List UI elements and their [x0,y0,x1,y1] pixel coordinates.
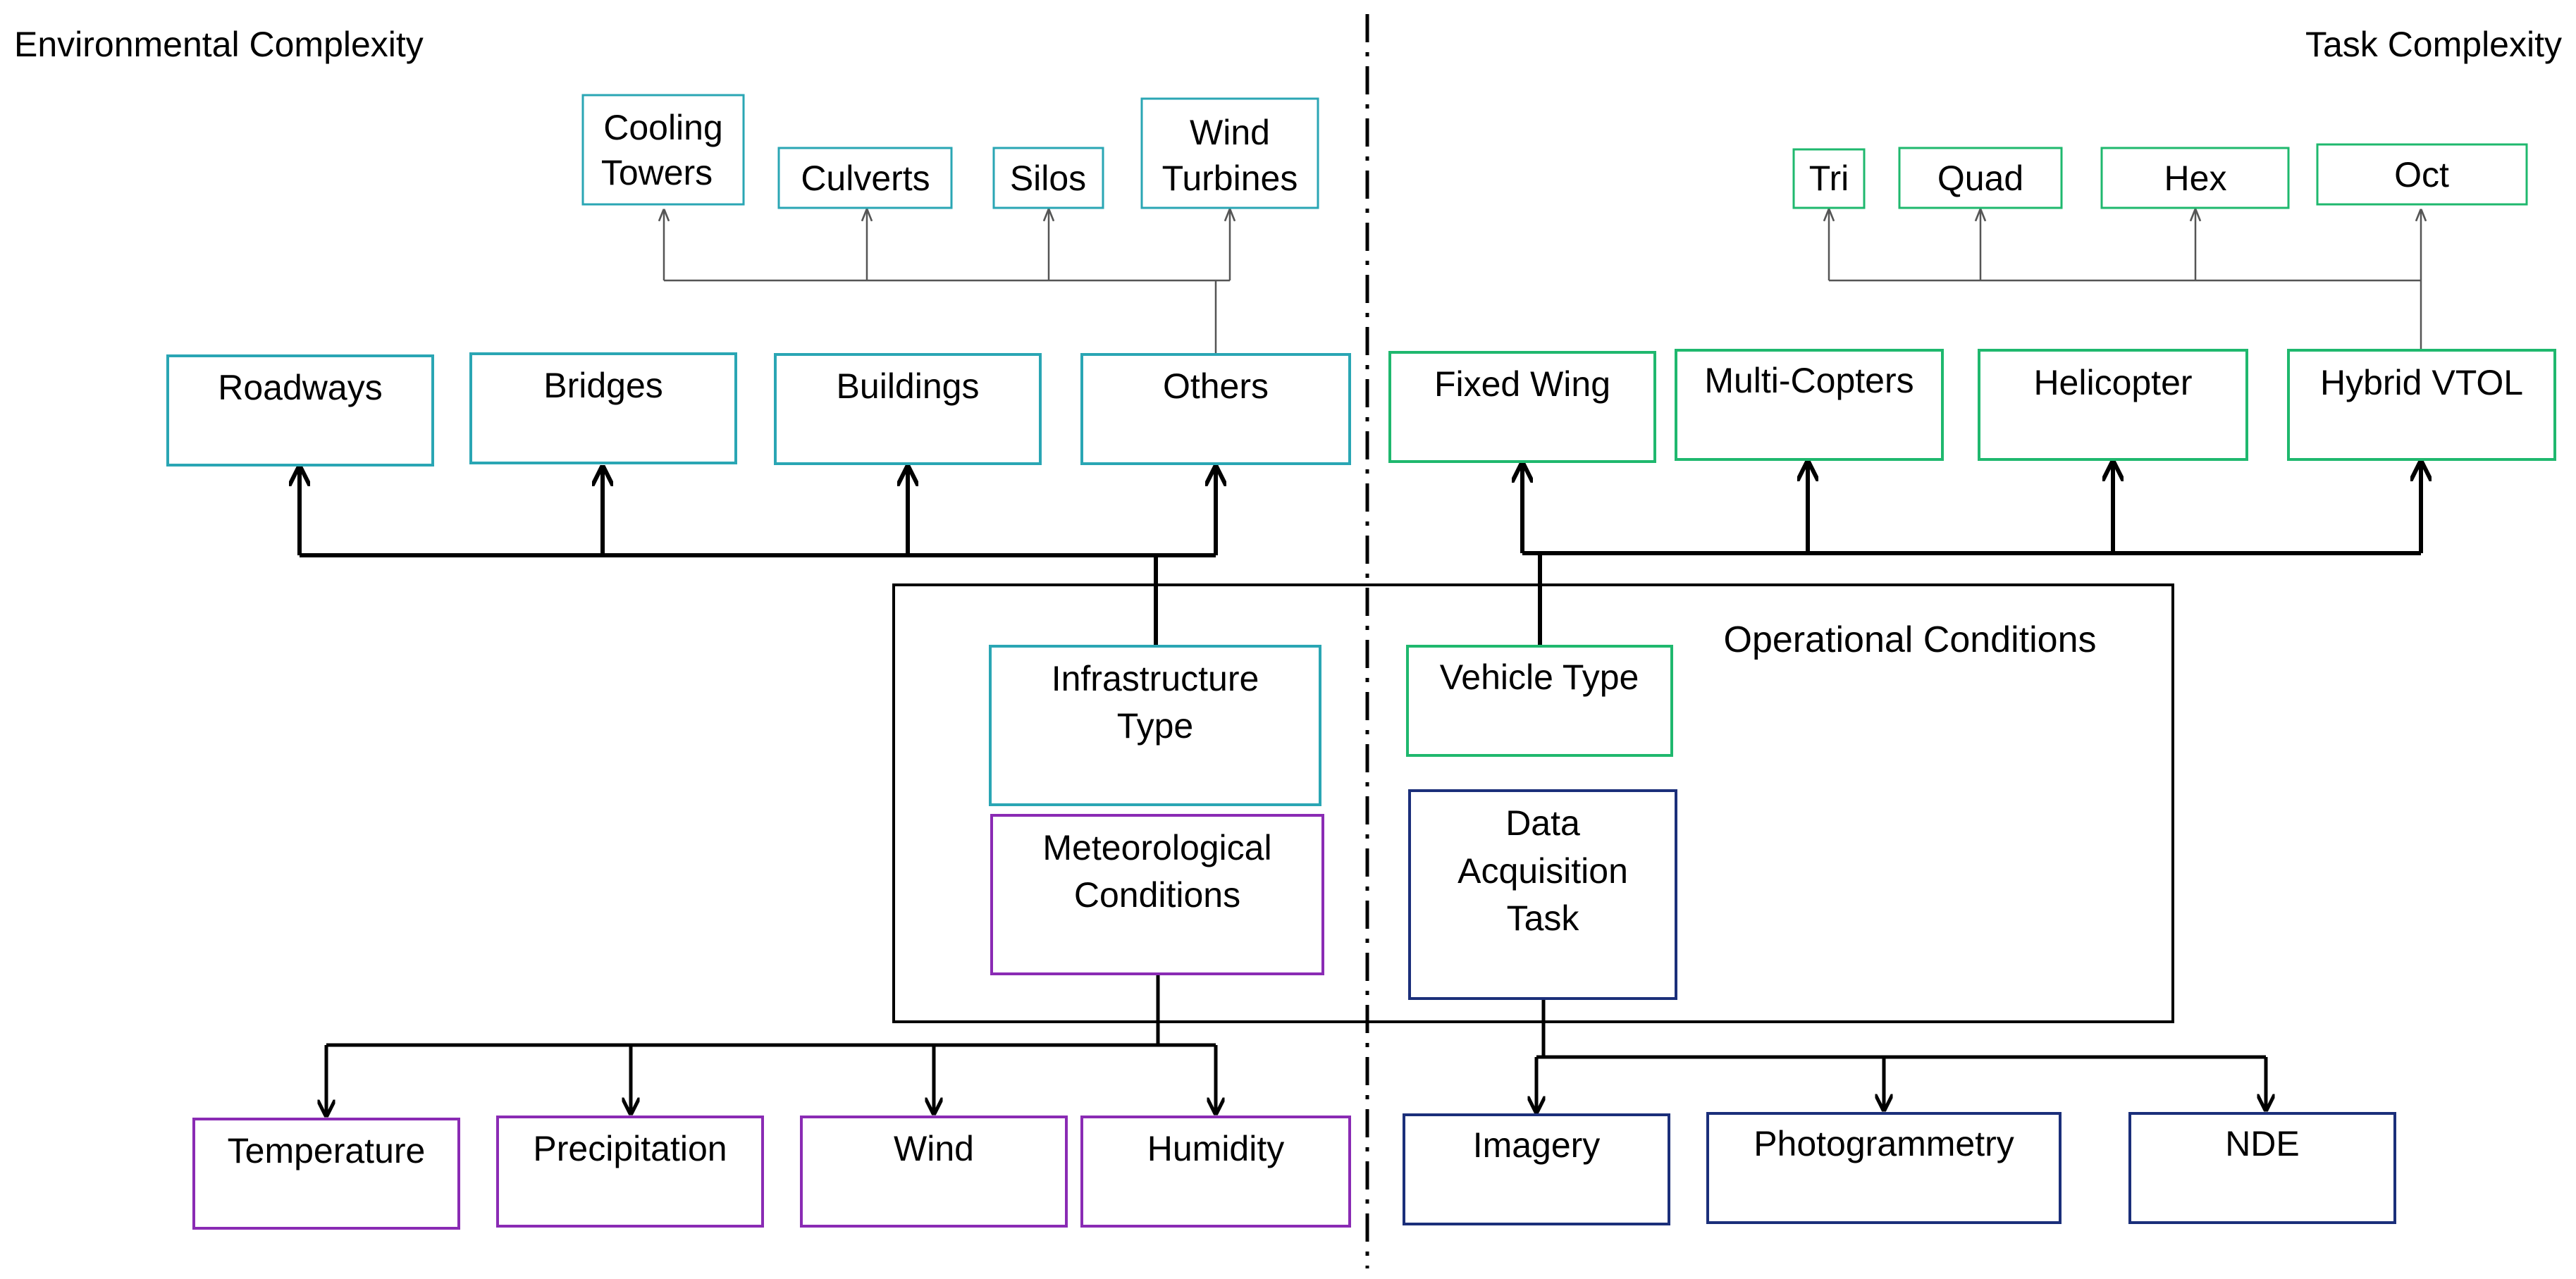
svg-text:Hex: Hex [2164,159,2227,198]
subtype-tri: Tri [1792,148,1866,209]
svg-text:Photogrammetry: Photogrammetry [1754,1124,2014,1163]
subtype-culverts: Culverts [777,147,953,209]
subtype-silos: Silos [992,147,1104,209]
vehicle-helicopter: Helicopter [1978,349,2248,461]
vehicle-boxes: Fixed Wing Multi-Copters Helicopter Hybr… [1388,349,2556,463]
svg-text:Helicopter: Helicopter [2033,363,2192,402]
environmental-complexity-header: Environmental Complexity [14,25,424,64]
weather-temperature: Temperature [192,1118,460,1230]
svg-text:Oct: Oct [2394,155,2449,194]
weather-precipitation: Precipitation [496,1116,764,1228]
infra-subtype-boxes: Cooling Towers Culverts Silos Wind Turbi… [581,94,1319,209]
svg-text:Others: Others [1163,366,1269,406]
subtype-oct: Oct [2316,143,2528,206]
svg-text:Silos: Silos [1010,159,1086,198]
center-data-acquisition-task: Data Acquisition Task [1408,789,1677,1000]
svg-text:Precipitation: Precipitation [533,1129,727,1168]
svg-text:Cooling: Cooling [603,108,723,147]
weather-boxes: Temperature Precipitation Wind Humidity [192,1116,1351,1230]
subtype-hex: Hex [2100,147,2290,209]
vehicle-fixed-wing: Fixed Wing [1388,351,1656,463]
data-task-photogrammetry: Photogrammetry [1706,1112,2062,1224]
center-infrastructure-type: Infrastructure Type [989,645,1321,806]
svg-text:Meteorological: Meteorological [1042,828,1271,867]
infrastructure-boxes: Roadways Bridges Buildings Others [166,352,1351,467]
svg-text:Infrastructure: Infrastructure [1052,659,1259,698]
task-complexity-header: Task Complexity [2305,25,2562,64]
svg-text:Type: Type [1117,706,1193,746]
operational-conditions-frame [892,583,2174,1023]
vehicle-multi-copters: Multi-Copters [1675,349,1944,461]
multirotor-subtype-connectors [1829,210,2421,349]
svg-text:Vehicle Type: Vehicle Type [1440,657,1639,697]
vehicle-connectors [1522,462,2421,645]
svg-text:Buildings: Buildings [837,366,980,406]
svg-text:NDE: NDE [2225,1124,2300,1163]
weather-wind: Wind [800,1116,1068,1228]
svg-text:Acquisition: Acquisition [1458,851,1628,891]
svg-text:Towers: Towers [601,153,713,192]
vehicle-hybrid-vtol: Hybrid VTOL [2287,349,2556,461]
operational-conditions-label: Operational Conditions [1724,619,2097,660]
infrastructure-bridges: Bridges [469,352,737,464]
svg-text:Roadways: Roadways [218,368,382,407]
svg-text:Tri: Tri [1809,159,1849,198]
svg-text:Imagery: Imagery [1473,1125,1601,1165]
svg-text:Fixed Wing: Fixed Wing [1434,364,1610,404]
infrastructure-connectors [300,467,1216,645]
svg-text:Quad: Quad [1937,159,2023,198]
svg-text:Multi-Copters: Multi-Copters [1704,361,1913,400]
svg-text:Conditions: Conditions [1074,875,1240,915]
svg-text:Culverts: Culverts [801,159,930,198]
svg-text:Hybrid VTOL: Hybrid VTOL [2320,363,2523,402]
svg-text:Turbines: Turbines [1162,159,1298,198]
center-vehicle-type: Vehicle Type [1406,645,1673,757]
svg-text:Bridges: Bridges [543,366,663,405]
data-task-connectors [1536,999,2266,1112]
infrastructure-buildings: Buildings [774,353,1042,465]
multirotor-subtype-boxes: Tri Quad Hex Oct [1792,143,2528,209]
weather-humidity: Humidity [1080,1116,1351,1228]
center-meteorological-conditions: Meteorological Conditions [990,814,1324,975]
infrastructure-roadways: Roadways [166,354,434,467]
svg-text:Temperature: Temperature [228,1131,426,1170]
svg-text:Data: Data [1505,803,1580,843]
subtype-quad: Quad [1898,147,2063,209]
svg-text:Humidity: Humidity [1147,1129,1284,1168]
data-task-nde: NDE [2128,1112,2396,1224]
subtype-cooling-towers: Cooling Towers [581,94,745,206]
data-task-boxes: Imagery Photogrammetry NDE [1403,1112,2396,1225]
svg-text:Wind: Wind [1190,113,1270,152]
weather-connectors [326,975,1216,1116]
svg-text:Wind: Wind [894,1129,974,1168]
data-task-imagery: Imagery [1403,1113,1670,1225]
svg-text:Task: Task [1507,898,1580,938]
infrastructure-others: Others [1080,353,1351,465]
subtype-wind-turbines: Wind Turbines [1140,97,1319,209]
